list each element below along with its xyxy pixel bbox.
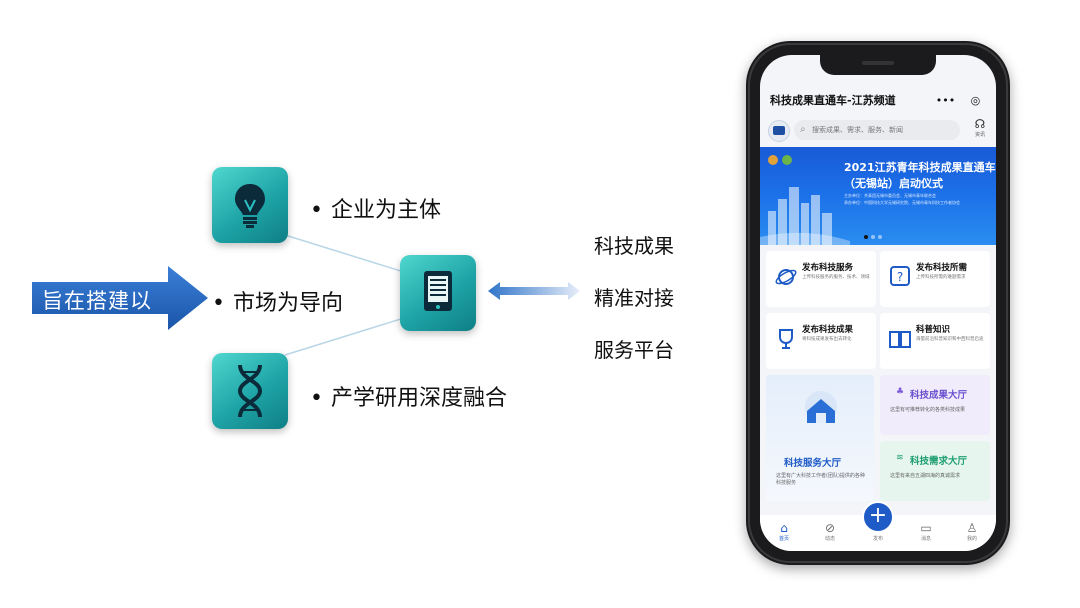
- compass-icon: ⊘: [824, 521, 836, 535]
- banner-co-organizer: 承办单位：中国科技大学无锡研究院、无锡市青年科技工作者协会: [844, 200, 960, 205]
- plus-icon: +: [868, 503, 888, 528]
- tab-label: 我的: [966, 536, 977, 542]
- user-icon: ♙: [966, 521, 978, 535]
- message-button[interactable]: ☊ 资讯: [968, 117, 992, 138]
- document-icon: [424, 271, 452, 311]
- arrow-label: 旨在搭建以: [42, 289, 152, 313]
- house-icon: [805, 391, 837, 423]
- close-target-icon[interactable]: ◎: [970, 93, 981, 107]
- league-emblem-icon: [782, 155, 792, 165]
- event-banner[interactable]: 2021江苏青年科技成果直通车 （无锡站）启动仪式 主办单位：共青团无锡市委员会…: [760, 147, 996, 245]
- planet-icon: [775, 269, 797, 285]
- capsule-menu[interactable]: ••• ◎: [928, 91, 988, 109]
- demand-hall-card[interactable]: ≋ 科技需求大厅 这里有来自五湖四海的真诚需求: [880, 441, 990, 501]
- search-icon: ⌕: [800, 124, 806, 135]
- tab-label: 首页: [778, 536, 789, 542]
- double-arrow: [488, 282, 580, 300]
- phone-notch: [820, 55, 936, 75]
- tab-messages[interactable]: ▭ 消息: [908, 521, 944, 542]
- phone-frame: 科技成果直通车-江苏频道 ••• ◎ ⌕ 搜索成果、需求、服务、新闻 ☊ 资讯: [746, 41, 1010, 565]
- document-tile: [400, 255, 476, 331]
- label-platform: 服务平台: [594, 338, 674, 362]
- results-hall-card[interactable]: ♣ 科技成果大厅 这里有可推荐转化的各类科技成果: [880, 375, 990, 435]
- home-icon: ⌂: [780, 521, 788, 535]
- lightbulb-tile: [212, 167, 288, 243]
- clover-icon: ♣: [896, 387, 905, 397]
- card-desc: 将科技成果发布出去转化: [802, 337, 852, 342]
- card-title: 发布科技成果: [802, 325, 854, 335]
- card-science-knowledge[interactable]: 科普知识 海量前沿科普知识和中西科普启迪: [880, 313, 990, 369]
- dna-icon: [237, 364, 263, 418]
- card-desc: 上传科技服务的服务、技术、领域: [802, 275, 870, 280]
- tab-profile[interactable]: ♙ 我的: [954, 521, 990, 542]
- trophy-icon: [779, 329, 793, 349]
- card-publish-results[interactable]: 发布科技成果 将科技成果发布出去转化: [766, 313, 876, 369]
- service-hall-title: 科技服务大厅: [784, 458, 842, 469]
- card-title: 发布科技服务: [802, 263, 854, 273]
- demand-hall-title: 科技需求大厅: [910, 456, 968, 467]
- lightbulb-icon: [235, 184, 265, 228]
- banner-title-line2: （无锡站）启动仪式: [844, 177, 943, 190]
- label-matching: 精准对接: [594, 286, 674, 310]
- svg-text:?: ?: [897, 270, 903, 284]
- city-skyline: [760, 187, 850, 245]
- book-icon: [889, 331, 911, 348]
- card-desc: 上传科技所需的难题需求: [916, 275, 966, 280]
- message-label: 资讯: [974, 132, 985, 138]
- carousel-dots[interactable]: [864, 235, 882, 239]
- results-hall-desc: 这里有可推荐转化的各类科技成果: [890, 407, 966, 413]
- question-icon: ?: [890, 266, 910, 286]
- tab-label: 消息: [920, 536, 931, 542]
- dna-tile: [212, 353, 288, 429]
- tab-home[interactable]: ⌂ 首页: [766, 521, 802, 542]
- headset-icon: ☊: [974, 117, 986, 131]
- main-arrow: [32, 266, 208, 330]
- tab-news[interactable]: ⊘ 动态: [812, 521, 848, 542]
- banner-organizer: 主办单位：共青团无锡市委员会、无锡市青年联合会: [844, 193, 936, 198]
- publish-fab-button[interactable]: +: [862, 501, 894, 533]
- search-placeholder: 搜索成果、需求、服务、新闻: [812, 126, 903, 134]
- app-logo: [768, 120, 790, 142]
- label-results: 科技成果: [594, 234, 674, 258]
- chat-icon: ▭: [920, 521, 932, 535]
- phone-screen: 科技成果直通车-江苏频道 ••• ◎ ⌕ 搜索成果、需求、服务、新闻 ☊ 资讯: [760, 55, 996, 551]
- publish-label: 发布: [872, 536, 883, 542]
- tab-label: 动态: [824, 536, 835, 542]
- card-desc: 海量前沿科普知识和中西科普启迪: [916, 337, 984, 342]
- bullet-enterprise: 企业为主体: [310, 192, 441, 224]
- card-title: 科普知识: [916, 325, 951, 335]
- more-icon[interactable]: •••: [935, 93, 956, 107]
- card-publish-demand[interactable]: ? 发布科技所需 上传科技所需的难题需求: [880, 251, 990, 307]
- card-title: 发布科技所需: [916, 263, 968, 273]
- emblem-icon: [768, 155, 778, 165]
- demand-hall-desc: 这里有来自五湖四海的真诚需求: [890, 473, 961, 479]
- bullet-integration: 产学研用深度融合: [310, 380, 507, 412]
- service-hall-card[interactable]: 科技服务大厅 这里有广大科技工作者(团队)提供的各种科技服务: [766, 375, 874, 501]
- app-title: 科技成果直通车-江苏频道: [770, 94, 896, 107]
- search-row: ⌕ 搜索成果、需求、服务、新闻 ☊ 资讯: [760, 117, 996, 145]
- card-publish-service[interactable]: 发布科技服务 上传科技服务的服务、技术、领域: [766, 251, 876, 307]
- bullet-market: 市场为导向: [212, 285, 343, 317]
- service-hall-desc: 这里有广大科技工作者(团队)提供的各种科技服务: [776, 473, 865, 486]
- layers-icon: ≋: [896, 453, 904, 463]
- results-hall-title: 科技成果大厅: [910, 390, 968, 401]
- search-input[interactable]: ⌕ 搜索成果、需求、服务、新闻: [794, 120, 960, 140]
- mini-program-titlebar: 科技成果直通车-江苏频道 ••• ◎: [760, 87, 996, 111]
- banner-title-line1: 2021江苏青年科技成果直通车: [844, 161, 996, 174]
